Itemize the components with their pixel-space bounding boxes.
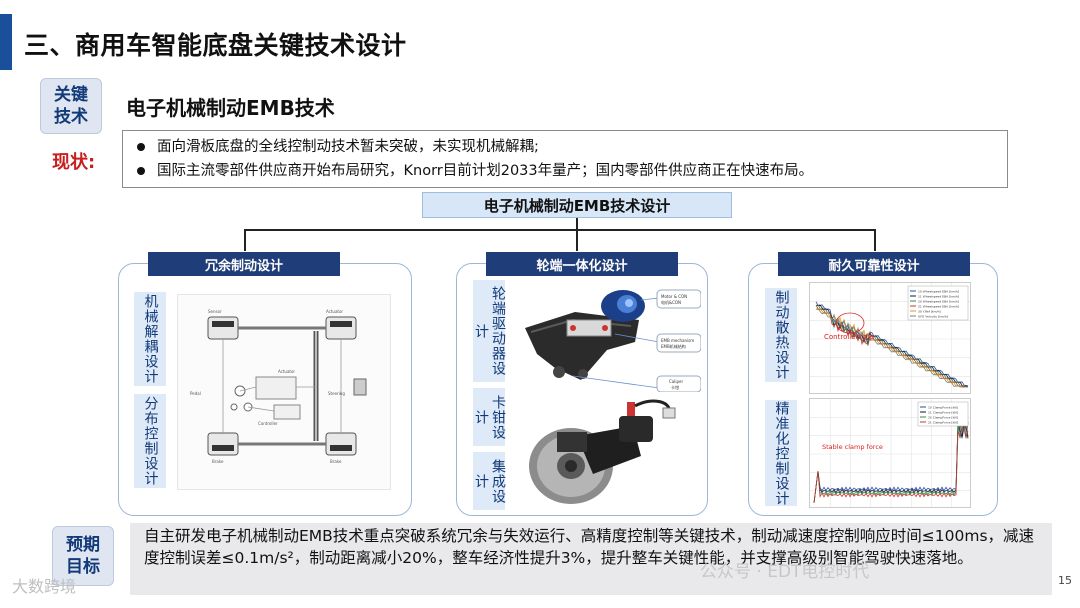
series-line <box>815 308 968 388</box>
slide-title: 三、商用车智能底盘关键技术设计 <box>24 31 407 60</box>
panel-vertical-label: 精准化控制设计 <box>765 400 797 506</box>
svg-text:Sensor: Sensor <box>208 309 222 314</box>
svg-text:Actuator: Actuator <box>326 309 343 314</box>
watermark-left: 大数跨境 <box>12 577 77 596</box>
plot-annotation: Controlled slip <box>824 333 875 341</box>
svg-text:Pedal: Pedal <box>190 391 201 396</box>
bullet-dot-icon <box>137 167 145 175</box>
plot-legend: 10 ClampForce [kN]11 ClampForce [kN]20 C… <box>917 401 969 427</box>
expected-goal-tag: 预期 目标 <box>52 526 114 586</box>
legend-entry: 21 ClampForce [kN] <box>928 421 958 425</box>
series-line <box>813 420 969 504</box>
page-number: 15 <box>1058 574 1072 587</box>
callout-cn: 电机&CON <box>661 299 681 305</box>
legend-entry: 30 Y.Ref [km/h] <box>918 310 941 314</box>
clamp-force-plot-svg: 10 ClampForce [kN]11 ClampForce [kN]20 C… <box>810 399 970 507</box>
key-tag-line1: 关键 <box>54 85 88 105</box>
legend-entry: 10 Wheelspeed EBA [km/h] <box>918 290 959 294</box>
panel-title-wheel-end: 轮端一体化设计 <box>486 252 678 276</box>
callout-en: EMB mechanism <box>661 338 694 343</box>
legend-entry: 21 Wheelspeed EBA [km/h] <box>918 305 959 309</box>
status-bullet-text: 国际主流零部件供应商开始布局研究，Knorr目前计划2033年量产；国内零部件供… <box>157 163 814 179</box>
panel-vertical-label: 集成设计 <box>473 452 506 510</box>
goal-tag-line2: 目标 <box>66 557 100 577</box>
legend-entry: UFO Velocity [km/h] <box>918 315 948 319</box>
redundant-brake-panel: 机械解耦设计 分布控制设计 <box>118 263 412 516</box>
status-label: 现状: <box>52 152 96 173</box>
durability-panel: 制动散热设计 精准化控制设计 10 Wheelspeed EBA [km/h]1… <box>748 263 998 516</box>
goal-text: 自主研发电子机械制动EMB技术重点突破系统冗余与失效运行、高精度控制等关键技术，… <box>130 523 1052 595</box>
status-bullet: 国际主流零部件供应商开始布局研究，Knorr目前计划2033年量产；国内零部件供… <box>133 159 997 183</box>
panel-vertical-label: 分布控制设计 <box>134 394 166 488</box>
key-tag-line2: 技术 <box>54 107 88 127</box>
panel-vertical-label: 卡钳设计 <box>473 388 506 446</box>
wheelspeed-plot-svg: 10 Wheelspeed EBA [km/h]11 Wheelspeed EB… <box>810 283 970 393</box>
status-box: 面向滑板底盘的全线控制动技术暂未突破，未实现机械解耦; 国际主流零部件供应商开始… <box>122 130 1008 188</box>
plot-legend: 10 Wheelspeed EBA [km/h]11 Wheelspeed EB… <box>907 285 969 321</box>
panel-vertical-label: 机械解耦设计 <box>134 292 166 386</box>
main-design-header: 电子机械制动EMB技术设计 <box>422 192 732 218</box>
watermark-right: 公众号 · EDT电控时代 <box>700 562 870 582</box>
panel-vertical-label: 制动散热设计 <box>765 288 797 382</box>
legend-entry: 10 ClampForce [kN] <box>928 406 958 410</box>
legend-entry: 11 ClampForce [kN] <box>928 411 958 415</box>
panel-title-durability: 耐久可靠性设计 <box>778 252 970 276</box>
series-line <box>813 420 969 504</box>
clamp-force-plot: 10 ClampForce [kN]11 ClampForce [kN]20 C… <box>809 398 971 508</box>
series-line <box>815 304 968 388</box>
status-bullet: 面向滑板底盘的全线控制动技术暂未突破，未实现机械解耦; <box>133 135 997 159</box>
emb-actuator-svg: Motor & CON 电机&CON EMB mechanism EMB机械结构… <box>525 289 701 392</box>
goal-tag-line1: 预期 <box>66 535 100 555</box>
legend-entry: 11 Wheelspeed EBA [km/h] <box>918 295 959 299</box>
section-title: 电子机械制动EMB技术 <box>126 96 335 120</box>
panel-vertical-label: 轮端驱动器设计 <box>473 280 506 382</box>
key-technology-tag: 关键 技术 <box>40 78 102 134</box>
legend-entry: 20 Wheelspeed EBA [km/h] <box>918 300 959 304</box>
title-accent-bar <box>0 14 12 70</box>
bullet-dot-icon <box>137 143 145 151</box>
callout-en: Motor & CON <box>661 294 687 299</box>
panel-title-redundant-brake: 冗余制动设计 <box>148 252 340 276</box>
integrated-brake-render <box>523 396 683 508</box>
callout-en: Caliper <box>669 379 683 384</box>
svg-text:Brake: Brake <box>212 459 224 464</box>
wheel-end-integration-panel: 轮端驱动器设计 卡钳设计 集成设计 Mot <box>456 263 708 516</box>
svg-text:Actuator: Actuator <box>278 369 295 374</box>
integrated-brake-svg <box>529 399 676 504</box>
legend-entry: 20 ClampForce [kN] <box>928 416 958 420</box>
connector-line <box>576 218 578 230</box>
callout-cn: 卡钳 <box>671 384 679 390</box>
plot-annotation: Stable clamp force <box>822 443 883 451</box>
series-line <box>813 419 969 504</box>
connector-line <box>244 229 876 231</box>
series-line <box>813 420 969 504</box>
emb-actuator-render: Motor & CON 电机&CON EMB mechanism EMB机械结构… <box>511 276 701 392</box>
chassis-diagram-svg: Pedal Controller Steering Brake Brake Se… <box>190 309 367 464</box>
wheelspeed-plot: 10 Wheelspeed EBA [km/h]11 Wheelspeed EB… <box>809 282 971 394</box>
svg-text:Controller: Controller <box>258 421 278 426</box>
series-line <box>815 304 968 388</box>
chassis-layout-diagram: Pedal Controller Steering Brake Brake Se… <box>177 294 391 490</box>
connector-line <box>576 229 578 251</box>
connector-line <box>874 229 876 251</box>
status-bullet-text: 面向滑板底盘的全线控制动技术暂未突破，未实现机械解耦; <box>157 139 539 155</box>
svg-text:Steering: Steering <box>328 391 345 396</box>
connector-line <box>244 229 246 251</box>
svg-text:Brake: Brake <box>330 459 342 464</box>
callout-cn: EMB机械结构 <box>661 343 686 349</box>
